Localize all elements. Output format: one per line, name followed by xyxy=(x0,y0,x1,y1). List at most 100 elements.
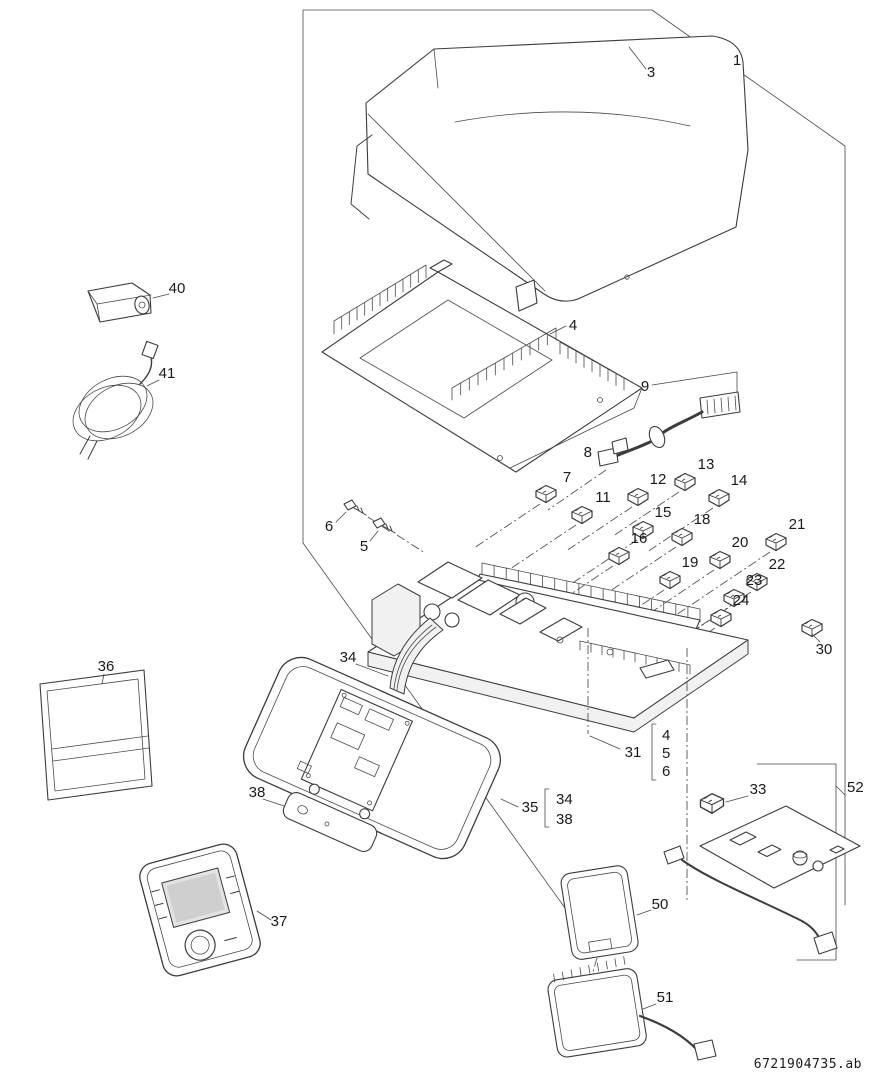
bracket-31-item-6: 6 xyxy=(662,763,670,780)
callout-labels: 1 3 4 9 8 6 5 7 11 12 13 14 15 16 18 19 … xyxy=(98,46,864,1010)
ribbon-stripes xyxy=(393,624,437,691)
ribbon-band xyxy=(389,617,444,695)
pcb-terminal xyxy=(829,845,845,854)
controller-bottom-button xyxy=(224,937,237,942)
callout-22: 22 xyxy=(769,556,786,573)
connector-11 xyxy=(571,505,593,525)
connector-16 xyxy=(608,546,630,566)
tray-vent-fins-right xyxy=(559,341,625,391)
panel-boss-2 xyxy=(359,808,371,820)
transformer-1 xyxy=(417,561,483,599)
controller-knob xyxy=(184,929,216,961)
cover-crease xyxy=(433,48,439,89)
harness-grommet xyxy=(648,425,666,449)
adapter-port xyxy=(134,295,150,315)
cable-51 xyxy=(638,1014,699,1052)
callout-30: 30 xyxy=(816,641,833,658)
screw-6-shaft xyxy=(353,505,367,516)
harness-52-plug-b xyxy=(813,931,838,955)
part-ribbon-cable xyxy=(389,617,444,695)
callout-37-leader xyxy=(256,910,272,921)
board-hole-4 xyxy=(367,800,372,806)
tray-outline xyxy=(321,271,643,473)
coil-3 xyxy=(72,384,142,442)
coil-1 xyxy=(78,375,148,433)
panel-inner xyxy=(252,666,492,850)
box51-cable xyxy=(638,1014,717,1061)
tray-vent-fins-left xyxy=(333,264,427,335)
box50-notch xyxy=(588,938,613,953)
coil-prongs xyxy=(79,435,98,460)
box51-inner xyxy=(554,974,641,1051)
connector-7 xyxy=(535,484,557,504)
callout-41: 41 xyxy=(159,365,176,382)
harness-wire-2 xyxy=(614,440,652,458)
display-conn-2 xyxy=(364,708,394,731)
callout-1: 1 xyxy=(733,52,741,69)
callout-24: 24 xyxy=(733,592,750,609)
screw-5-shaft xyxy=(382,523,396,534)
controller-knob-inner xyxy=(190,935,210,955)
callout-4-leader xyxy=(549,325,567,335)
callout-6-leader xyxy=(335,511,347,523)
centerline-50-51 xyxy=(592,957,598,973)
callout-13: 13 xyxy=(698,456,715,473)
callout-group-35: 35 34 38 xyxy=(500,788,573,828)
part-screw-5 xyxy=(372,517,426,554)
callout-51: 51 xyxy=(657,989,674,1006)
board-hole-2 xyxy=(404,720,410,726)
part-cover-strip xyxy=(282,792,378,852)
callout-33-leader xyxy=(725,795,749,803)
callout-20: 20 xyxy=(732,534,749,551)
callout-9: 9 xyxy=(641,378,649,395)
board-screw-2 xyxy=(606,648,614,656)
screw-6-head xyxy=(343,499,357,511)
callout-8: 8 xyxy=(584,444,592,461)
display-board xyxy=(300,688,413,812)
part-room-controller xyxy=(139,843,261,977)
board-outline xyxy=(367,579,749,719)
part-screw-6 xyxy=(343,499,393,534)
strip-outline xyxy=(282,792,378,852)
callout-52: 52 xyxy=(847,779,864,796)
pcb-chip-2 xyxy=(757,844,782,858)
callout-34-leader xyxy=(355,663,389,677)
tray-vent-fins-middle xyxy=(451,327,557,401)
connector-21 xyxy=(765,532,787,552)
relay-1 xyxy=(499,597,547,625)
callout-36: 36 xyxy=(98,658,115,675)
cover-hole xyxy=(624,274,630,280)
callout-41-leader xyxy=(146,379,160,387)
d-sub-connector xyxy=(639,659,675,679)
display-chip xyxy=(330,722,366,751)
pcb-capacitor-top xyxy=(792,851,808,859)
callout-50-leader xyxy=(636,909,652,916)
callout-5-leader xyxy=(369,530,379,542)
clip-strip-fins xyxy=(481,562,701,623)
connector-8a xyxy=(597,447,619,467)
tray-hole-2 xyxy=(597,397,603,403)
leader-11 xyxy=(509,524,577,570)
callout-51-leader xyxy=(642,1003,657,1010)
cover-outline xyxy=(365,35,749,302)
part-harness-9 xyxy=(547,371,741,511)
part-box-51 xyxy=(547,956,647,1058)
callout-52-leader xyxy=(835,785,846,796)
bracket-35-line xyxy=(544,788,550,828)
callout-11: 11 xyxy=(595,489,611,506)
cover-flap xyxy=(350,134,373,220)
controller-right-buttons xyxy=(226,875,239,894)
callout-36-leader xyxy=(101,673,105,685)
callout-12: 12 xyxy=(650,471,667,488)
connector-20 xyxy=(709,550,731,570)
strip-dot xyxy=(324,821,330,827)
callout-34: 34 xyxy=(340,649,357,666)
part-label-36 xyxy=(39,669,153,801)
callout-16: 16 xyxy=(631,530,648,547)
part-accessory-pcb xyxy=(663,763,861,961)
adapter-port-hole xyxy=(138,301,146,309)
callout-3: 3 xyxy=(647,64,655,81)
adapter-edge xyxy=(87,290,152,323)
pcb-outline xyxy=(699,805,861,889)
callout-4: 4 xyxy=(569,317,577,334)
